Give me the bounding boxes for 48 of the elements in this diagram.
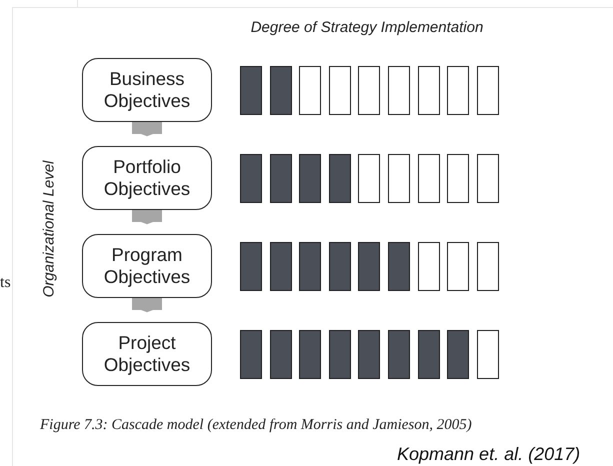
- filled-bar: [270, 330, 292, 379]
- filled-bar: [447, 330, 470, 379]
- empty-bar: [358, 154, 380, 203]
- filled-bar: [240, 330, 262, 379]
- figure-caption: Figure 7.3: Cascade model (extended from Morris and Jamieson, 2005): [40, 417, 472, 434]
- empty-bar: [447, 66, 470, 115]
- empty-bar: [476, 154, 499, 203]
- citation: Kopmann et. al. (2017): [397, 444, 580, 465]
- empty-bar: [476, 242, 499, 291]
- filled-bar: [299, 154, 322, 203]
- text-fragment: ts: [0, 274, 11, 292]
- filled-bar: [358, 242, 380, 291]
- objective-box: Project Objectives: [82, 322, 212, 386]
- axis-label: Organizational Level: [40, 160, 58, 298]
- empty-bar: [418, 66, 440, 115]
- empty-bar: [476, 330, 499, 379]
- filled-bar: [358, 330, 380, 379]
- objective-box: Program Objectives: [82, 234, 212, 298]
- chart-title: Degree of Strategy Implementation: [250, 19, 484, 36]
- empty-bar: [328, 66, 351, 115]
- filled-bar: [270, 154, 292, 203]
- empty-bar: [299, 66, 322, 115]
- empty-bar: [476, 66, 499, 115]
- filled-bar: [328, 330, 351, 379]
- empty-bar: [447, 154, 470, 203]
- down-arrow: [132, 298, 162, 312]
- down-arrow: [132, 210, 162, 224]
- empty-bar: [388, 154, 410, 203]
- filled-bar: [388, 242, 410, 291]
- empty-bar: [388, 66, 410, 115]
- filled-bar: [240, 66, 262, 115]
- filled-bar: [299, 242, 322, 291]
- empty-bar: [447, 242, 470, 291]
- filled-bar: [240, 242, 262, 291]
- filled-bar: [270, 242, 292, 291]
- empty-bar: [418, 154, 440, 203]
- empty-bar: [358, 66, 380, 115]
- filled-bar: [388, 330, 410, 379]
- filled-bar: [299, 330, 322, 379]
- objective-box: Portfolio Objectives: [82, 146, 212, 210]
- filled-bar: [418, 330, 440, 379]
- filled-bar: [270, 66, 292, 115]
- empty-bar: [418, 242, 440, 291]
- filled-bar: [328, 154, 351, 203]
- down-arrow: [132, 122, 162, 136]
- filled-bar: [240, 154, 262, 203]
- objective-box: Business Objectives: [82, 58, 212, 122]
- filled-bar: [328, 242, 351, 291]
